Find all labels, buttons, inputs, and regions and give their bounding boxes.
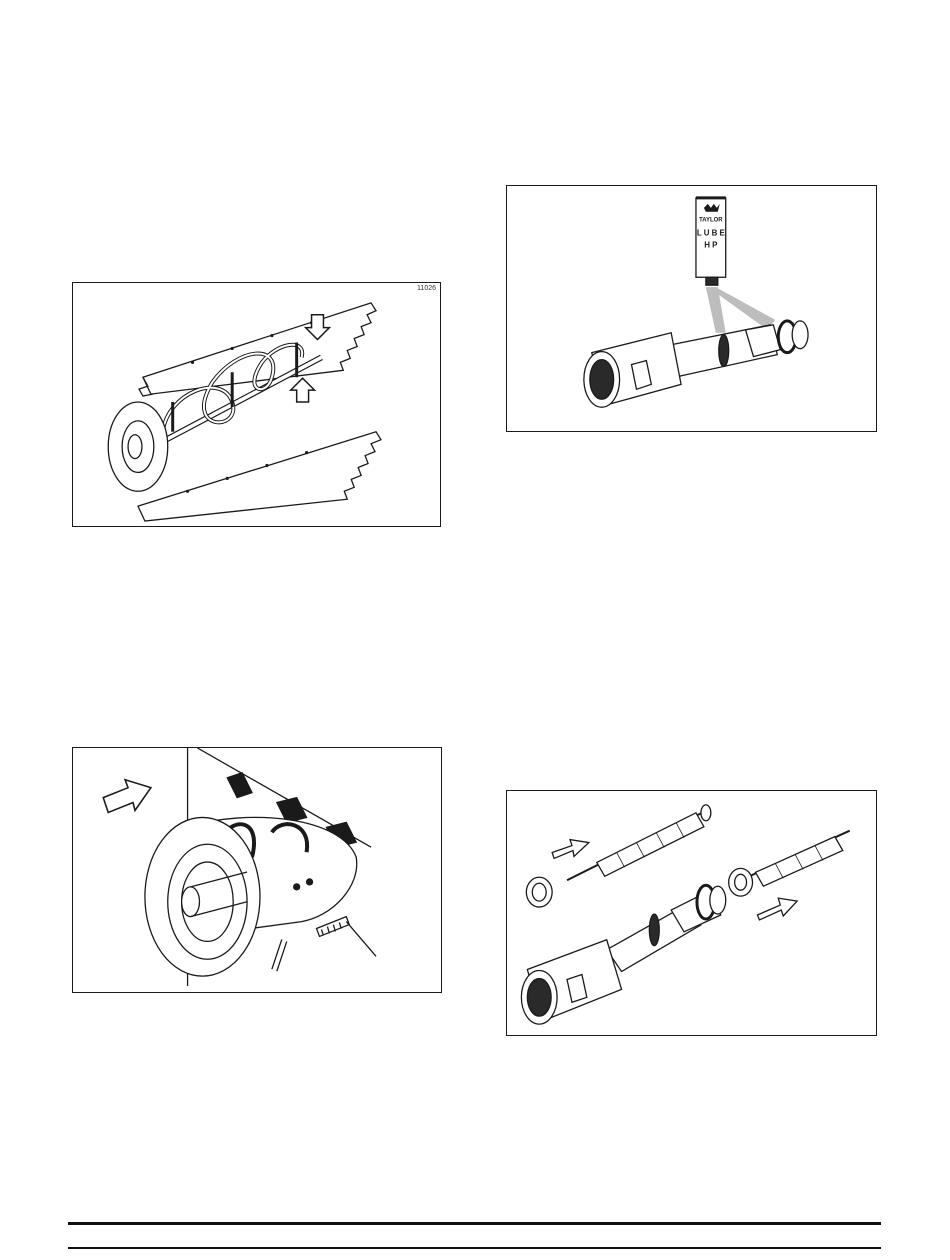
figure-drive-shaft-parts	[506, 790, 877, 1036]
figure-beater-assembly: 11026	[72, 282, 441, 527]
beater-and-scraper-blades-icon	[73, 283, 440, 526]
lube-tube-icon: TAYLOR L U B E H P	[507, 186, 876, 431]
drive-shaft-exploded-icon	[507, 791, 876, 1035]
footer-rule-bottom	[68, 1247, 881, 1249]
figure-install-beater-front	[72, 747, 442, 993]
footer-rule-top	[68, 1222, 881, 1225]
tube-label-line2: H P	[704, 240, 718, 249]
figure-lubricate-drive-shaft: TAYLOR L U B E H P	[506, 185, 877, 432]
tube-brand: TAYLOR	[699, 218, 723, 224]
beater-front-bearing-icon	[73, 748, 441, 992]
tube-label-line1: L U B E	[697, 229, 725, 238]
